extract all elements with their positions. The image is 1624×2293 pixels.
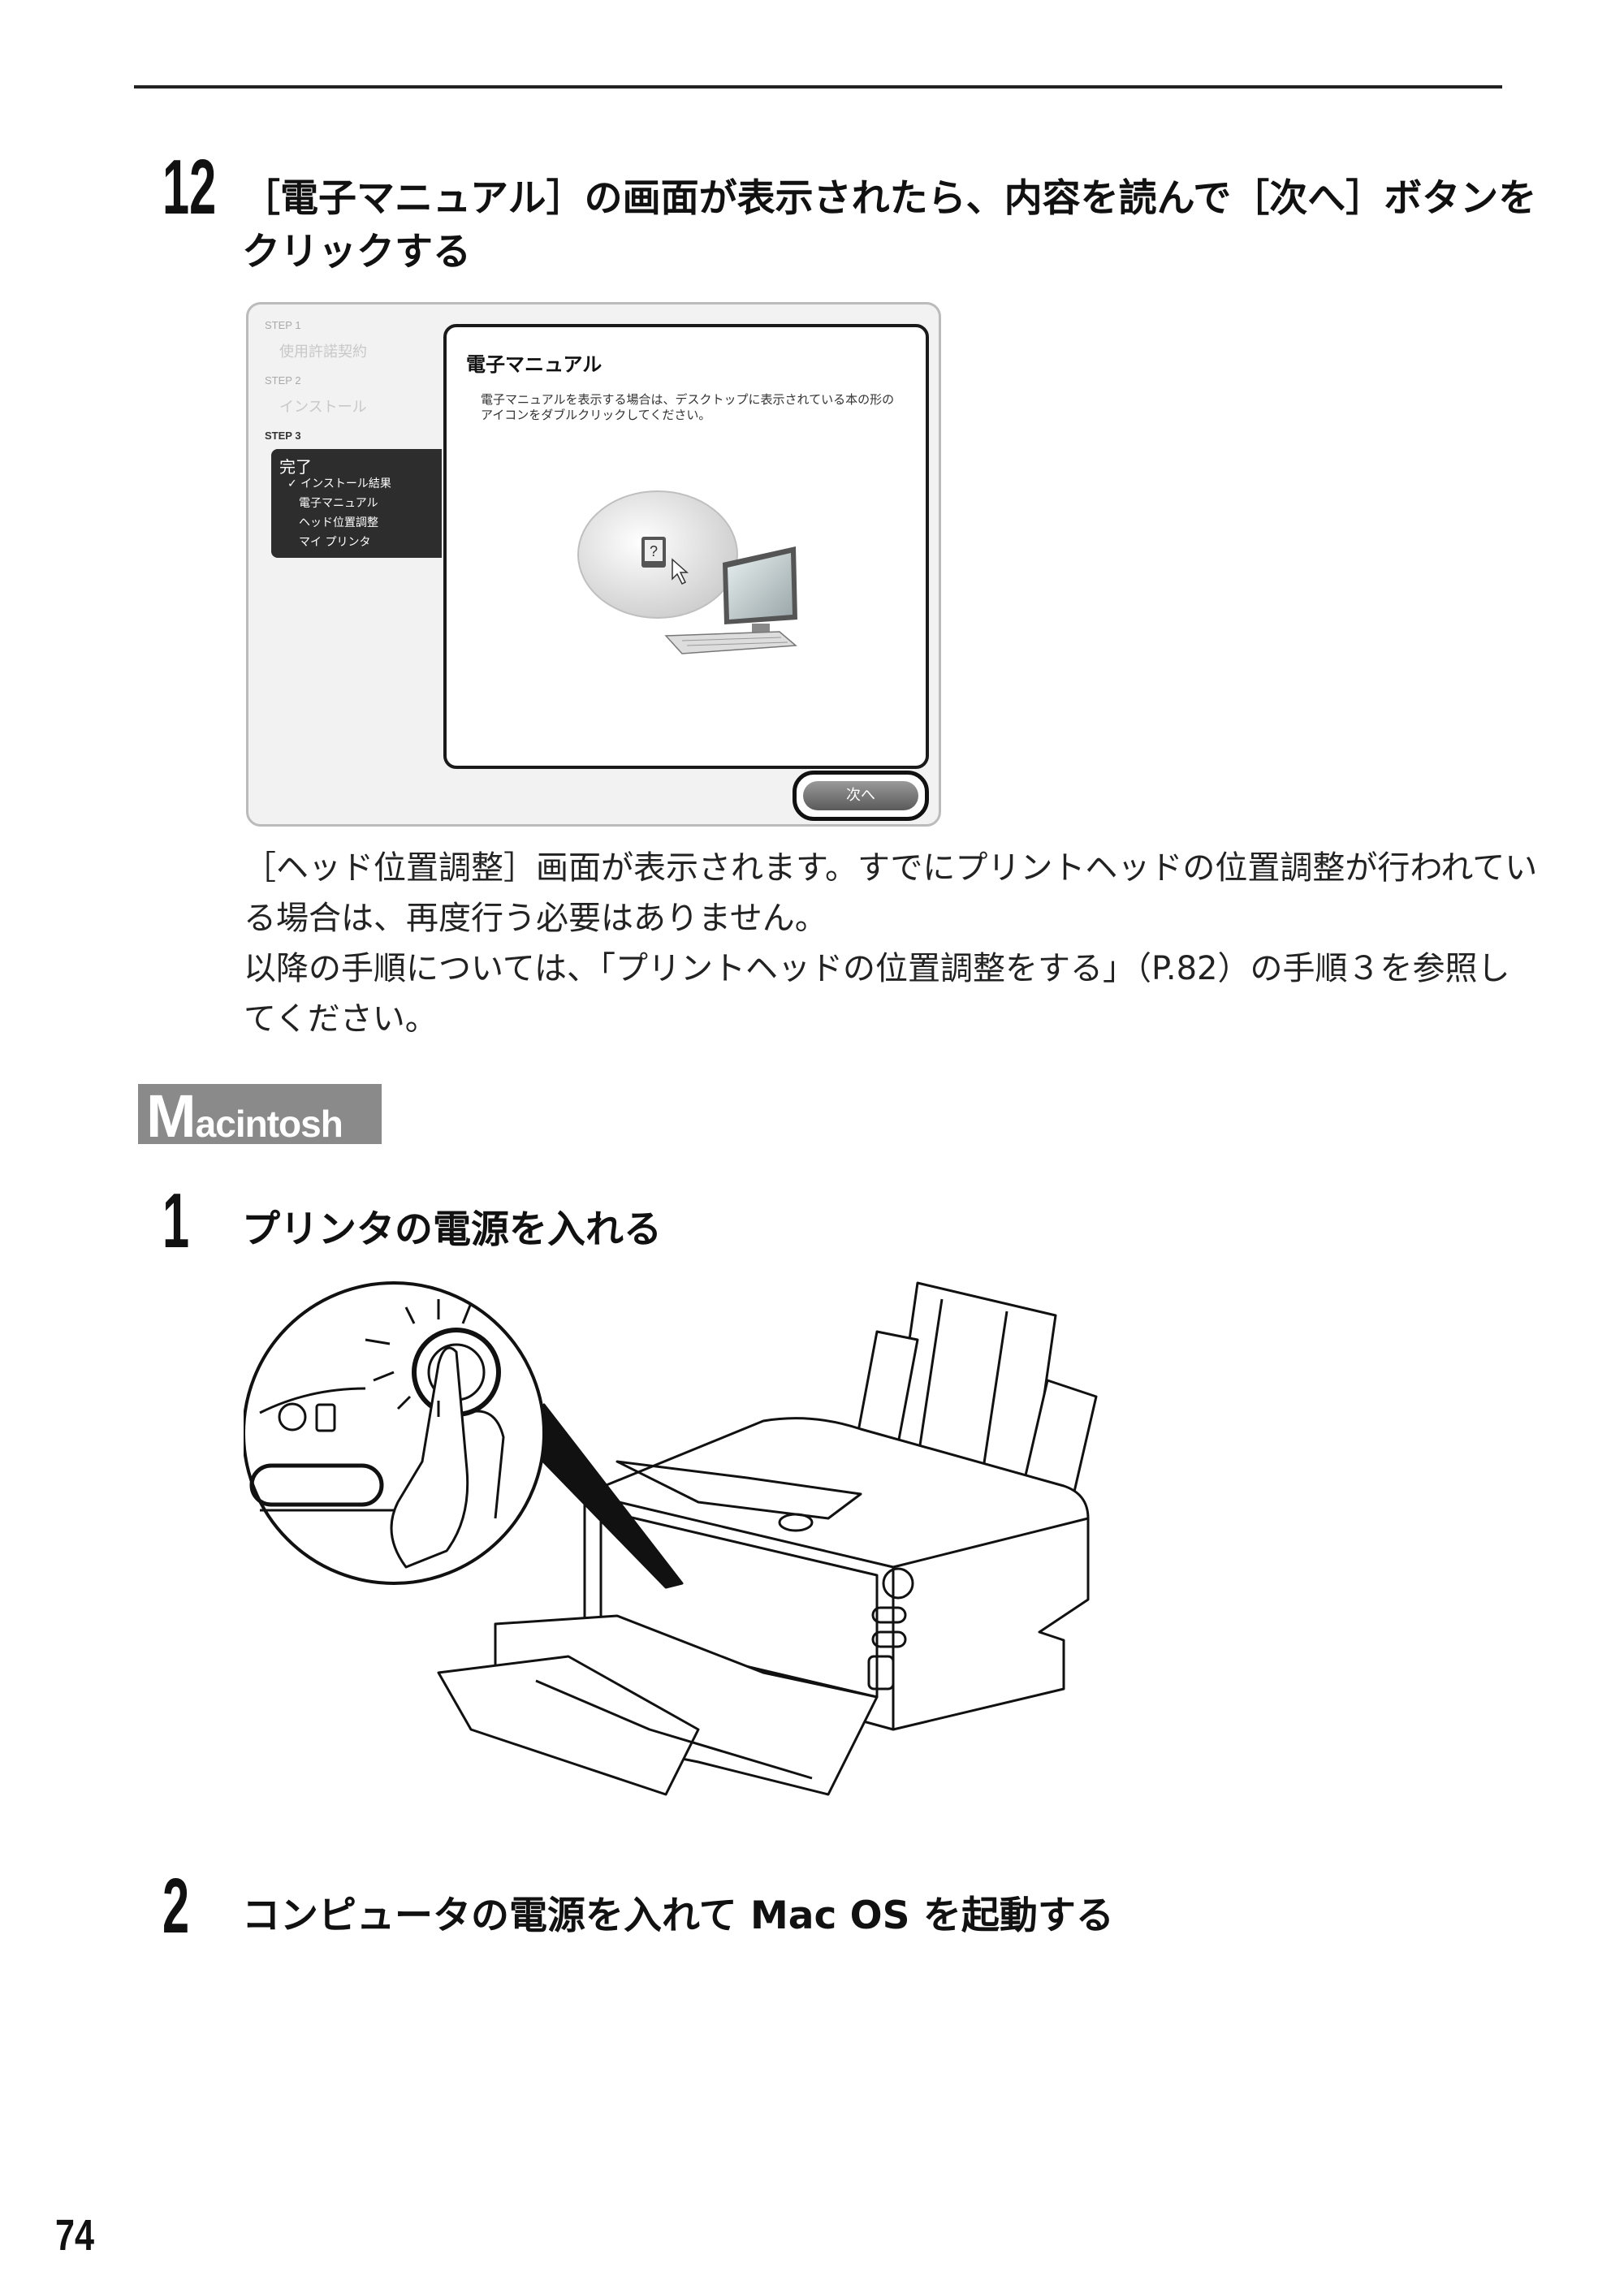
panel-title: 電子マニュアル — [466, 353, 603, 376]
sidebar-step1-label: STEP 1 — [265, 319, 301, 331]
panel-description: 電子マニュアルを表示する場合は、デスクトップに表示されている本の形のアイコンをダ… — [481, 392, 895, 422]
power-button-printer — [882, 1567, 914, 1600]
paper-support — [851, 1281, 1098, 1504]
sidebar-item-my-printer: マイ プリンタ — [299, 536, 371, 549]
page-number: 74 — [55, 2211, 95, 2260]
step-number-1: 1 — [162, 1177, 190, 1264]
sidebar-item-license: 使用許諾契約 — [279, 343, 367, 361]
printer-power-illustration — [244, 1281, 1098, 1796]
step-number-2: 2 — [162, 1863, 190, 1950]
sidebar-item-result: ✓ インストール結果 — [287, 477, 391, 490]
sidebar-step2-label: STEP 2 — [265, 374, 301, 386]
top-rule — [134, 85, 1502, 89]
sidebar-item-install: インストール — [279, 399, 367, 416]
step-12-heading-line1: ［電子マニュアル］の画面が表示されたら、内容を読んで［次へ］ボタンを — [242, 176, 1537, 221]
desktop-manual-icon-illustration: ? — [577, 490, 797, 654]
step-2-heading: コンピュータの電源を入れて Mac OS を起動する — [242, 1894, 1114, 1938]
computer-icon — [664, 546, 797, 654]
macintosh-badge-text: Macintosh — [146, 1082, 343, 1150]
body-para1-line1: ［ヘッド位置調整］画面が表示されます。すでにプリントヘッドの位置調整が行われてい — [244, 849, 1538, 887]
manual-panel: 電子マニュアル 電子マニュアルを表示する場合は、デスクトップに表示されている本の… — [443, 324, 929, 769]
body-para2-line1: 以降の手順については、「プリントヘッドの位置調整をする」（P.82）の手順３を参… — [244, 950, 1510, 987]
body-para1-line2: る場合は、再度行う必要はありません。 — [244, 900, 827, 937]
step-number-12: 12 — [162, 144, 217, 231]
sidebar-item-head-align: ヘッド位置調整 — [299, 516, 378, 529]
body-para2-line2: てください。 — [244, 1000, 438, 1038]
output-tray — [437, 1614, 879, 1796]
svg-text:?: ? — [650, 543, 658, 559]
step-12-heading-line2: クリックする — [242, 230, 471, 274]
next-button[interactable]: 次へ — [803, 781, 918, 810]
sidebar-step3-box: 完了 ✓ インストール結果 電子マニュアル ヘッド位置調整 マイ プリンタ — [271, 449, 442, 558]
installer-screenshot: STEP 1 使用許諾契約 STEP 2 インストール STEP 3 完了 ✓ … — [246, 302, 941, 827]
sidebar-item-manual: 電子マニュアル — [299, 497, 378, 510]
sidebar-step3-label: STEP 3 — [265, 430, 301, 442]
book-icon: ? — [641, 537, 666, 568]
step-1-heading: プリンタの電源を入れる — [242, 1207, 662, 1252]
sidebar-step3-title: 完了 — [279, 457, 312, 477]
macintosh-section-badge: Macintosh — [138, 1082, 382, 1150]
mouse-cursor-icon — [672, 558, 689, 585]
next-button-frame: 次へ — [793, 771, 929, 821]
power-button-zoom-inset — [244, 1281, 546, 1585]
